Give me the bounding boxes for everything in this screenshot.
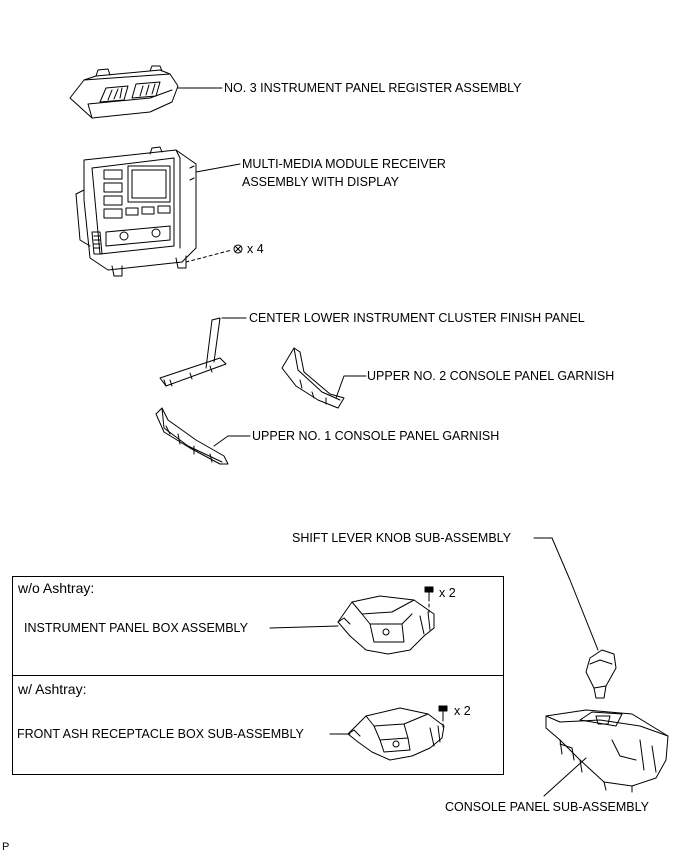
- console-panel-label: CONSOLE PANEL SUB-ASSEMBLY: [445, 800, 649, 814]
- receiver-assembly-drawing: [75, 146, 197, 277]
- shift-knob-label: SHIFT LEVER KNOB SUB-ASSEMBLY: [292, 531, 512, 545]
- register-label: NO. 3 INSTRUMENT PANEL REGISTER ASSEMBLY: [224, 81, 522, 95]
- ash-receptacle-box-drawing: [347, 707, 445, 761]
- console-panel-drawing: [545, 709, 669, 793]
- receiver-leader: [195, 163, 241, 173]
- receiver-screw-count: x 4: [247, 242, 264, 256]
- upper-no2-leader: [335, 375, 367, 399]
- ash-receptacle-label: FRONT ASH RECEPTACLE BOX SUB-ASSEMBLY: [17, 727, 304, 741]
- receiver-screw-icon: [233, 244, 243, 254]
- ash-screw-count: x 2: [454, 704, 471, 718]
- with-ashtray-heading: w/ Ashtray:: [18, 681, 87, 697]
- register-assembly-drawing: [69, 65, 179, 119]
- receiver-label-line1: MULTI-MEDIA MODULE RECEIVER: [242, 157, 446, 171]
- instrument-panel-box-drawing: [337, 595, 435, 655]
- console-panel-leader: [543, 757, 587, 797]
- instrument-panel-box-label: INSTRUMENT PANEL BOX ASSEMBLY: [24, 621, 248, 635]
- upper-no1-garnish-drawing: [155, 407, 229, 465]
- center-lower-finish-panel-drawing: [159, 317, 227, 387]
- upper-no1-leader: [213, 435, 251, 447]
- center-lower-label: CENTER LOWER INSTRUMENT CLUSTER FINISH P…: [249, 311, 585, 325]
- upper-no1-label: UPPER NO. 1 CONSOLE PANEL GARNISH: [252, 429, 500, 443]
- receiver-label-line2: ASSEMBLY WITH DISPLAY: [242, 175, 399, 189]
- without-ashtray-heading: w/o Ashtray:: [18, 580, 95, 596]
- shift-knob-drawing: [585, 649, 617, 699]
- ash-screw-icon: [438, 705, 448, 719]
- corner-code: P: [2, 841, 10, 853]
- box-screw-count: x 2: [439, 586, 456, 600]
- upper-no2-garnish-drawing: [281, 347, 345, 409]
- upper-no2-label: UPPER NO. 2 CONSOLE PANEL GARNISH: [367, 369, 615, 383]
- with-ashtray-box: [12, 675, 504, 775]
- receiver-screw-dashed-line: [185, 249, 233, 263]
- shift-knob-leader: [551, 537, 599, 651]
- box-screw-icon: [424, 586, 434, 599]
- instrument-panel-box-leader: [269, 625, 339, 629]
